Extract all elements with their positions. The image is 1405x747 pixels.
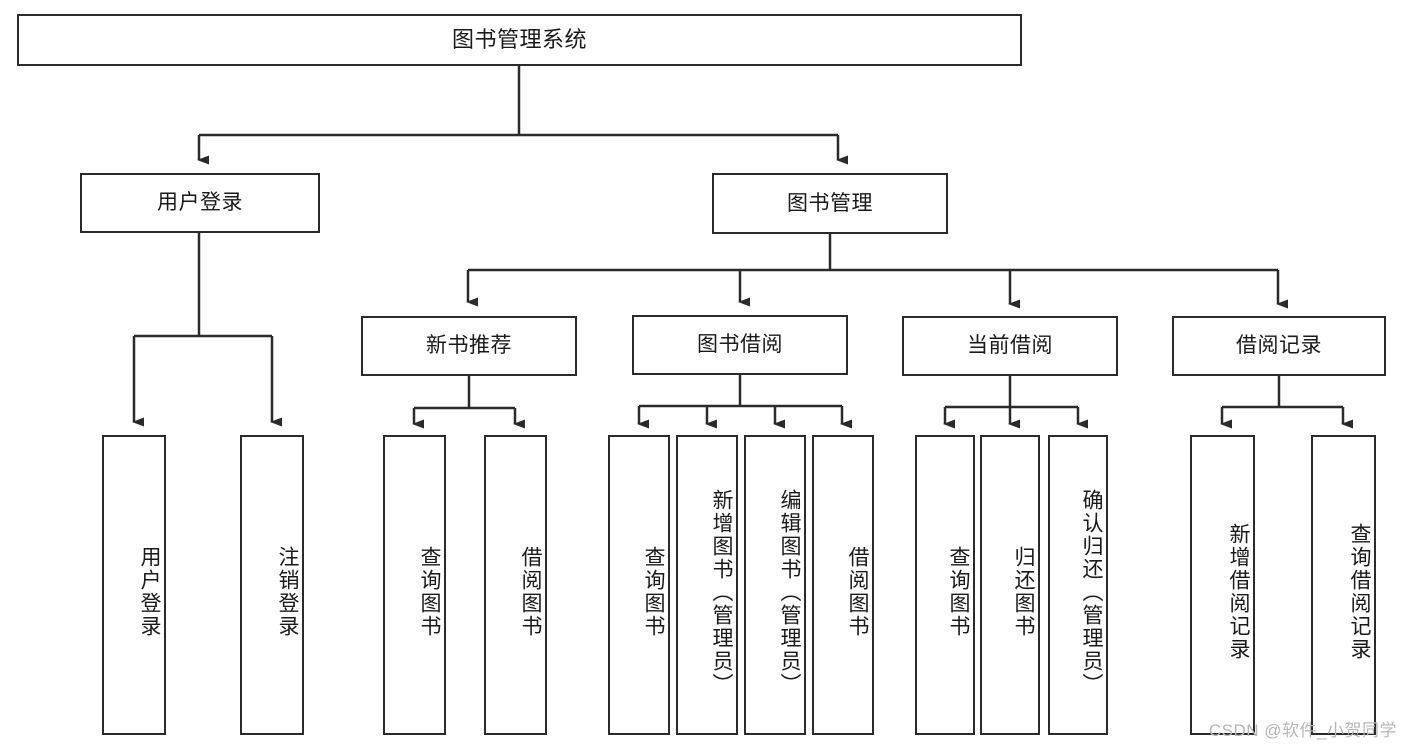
- node-label: 查询借阅记录: [1348, 523, 1371, 661]
- node-label: 借阅图书: [846, 546, 869, 638]
- node-label: 编辑图书（管理员）: [778, 488, 801, 696]
- node-label: 借阅记录: [1236, 334, 1322, 358]
- node-label: 查询图书: [642, 546, 665, 638]
- node-label: 查询图书: [418, 546, 441, 638]
- leaf-user-login[interactable]: 用户登录: [102, 435, 166, 735]
- node-label: 新增借阅记录: [1227, 523, 1250, 661]
- leaf-logout[interactable]: 注销登录: [240, 435, 304, 735]
- node-label: 新书推荐: [426, 334, 512, 358]
- node-label: 归还图书: [1012, 546, 1035, 638]
- node-root-book-management-system[interactable]: 图书管理系统: [17, 14, 1022, 66]
- node-user-login[interactable]: 用户登录: [80, 173, 320, 233]
- node-label: 图书管理系统: [451, 26, 587, 52]
- leaf-add-book-admin[interactable]: 新增图书（管理员）: [676, 435, 738, 735]
- leaf-query-borrow-record[interactable]: 查询借阅记录: [1311, 435, 1376, 735]
- leaf-query-book-borrow[interactable]: 查询图书: [608, 435, 670, 735]
- node-label: 用户登录: [157, 191, 243, 215]
- node-new-book-recommend[interactable]: 新书推荐: [361, 316, 577, 376]
- leaf-edit-book-admin[interactable]: 编辑图书（管理员）: [744, 435, 806, 735]
- leaf-return-book[interactable]: 归还图书: [980, 435, 1040, 735]
- leaf-query-book-new-recommend[interactable]: 查询图书: [383, 435, 446, 735]
- node-label: 查询图书: [947, 546, 970, 638]
- node-borrow-record[interactable]: 借阅记录: [1172, 316, 1386, 376]
- node-label: 注销登录: [276, 546, 299, 638]
- node-label: 确认归还（管理员）: [1080, 488, 1103, 696]
- leaf-borrow-book-new-recommend[interactable]: 借阅图书: [484, 435, 547, 735]
- node-label: 用户登录: [138, 546, 161, 638]
- leaf-add-borrow-record[interactable]: 新增借阅记录: [1190, 435, 1255, 735]
- node-book-management[interactable]: 图书管理: [712, 173, 948, 234]
- leaf-borrow-book[interactable]: 借阅图书: [812, 435, 874, 735]
- node-current-borrow[interactable]: 当前借阅: [902, 316, 1118, 376]
- watermark-csdn: CSDN @软件_小贺同学: [1208, 721, 1397, 740]
- leaf-query-book-current[interactable]: 查询图书: [915, 435, 975, 735]
- node-label: 新增图书（管理员）: [710, 488, 733, 696]
- node-label: 借阅图书: [519, 546, 542, 638]
- node-label: 图书管理: [787, 191, 873, 215]
- leaf-confirm-return-admin[interactable]: 确认归还（管理员）: [1048, 435, 1108, 735]
- node-label: 当前借阅: [967, 334, 1053, 358]
- node-book-borrow[interactable]: 图书借阅: [632, 315, 848, 375]
- node-label: 图书借阅: [697, 333, 783, 357]
